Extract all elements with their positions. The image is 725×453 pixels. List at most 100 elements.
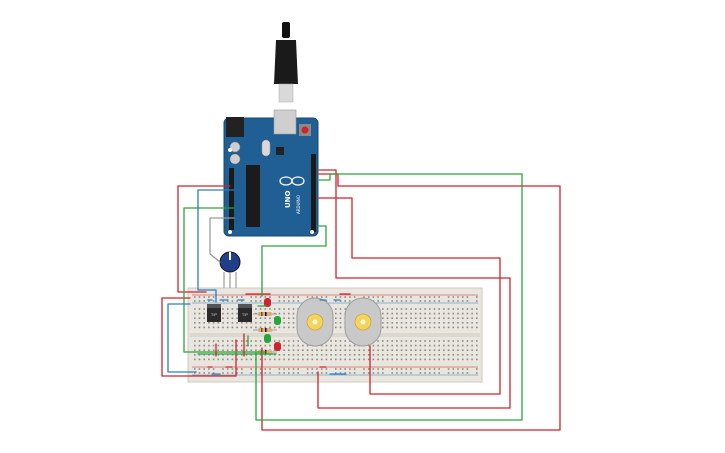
breadboard-hole[interactable] <box>461 372 464 374</box>
breadboard-hole[interactable] <box>236 354 238 356</box>
breadboard-hole[interactable] <box>339 322 342 324</box>
breadboard-hole[interactable] <box>452 354 455 356</box>
breadboard-hole[interactable] <box>457 368 459 370</box>
breadboard-hole[interactable] <box>222 349 224 351</box>
breadboard-hole[interactable] <box>424 317 426 319</box>
breadboard-hole[interactable] <box>330 344 332 347</box>
breadboard-hole[interactable] <box>278 326 281 329</box>
breadboard-hole[interactable] <box>335 344 337 347</box>
breadboard-hole[interactable] <box>330 354 332 356</box>
breadboard-hole[interactable] <box>194 358 196 361</box>
breadboard-hole[interactable] <box>212 326 215 329</box>
breadboard-hole[interactable] <box>297 349 299 351</box>
breadboard-hole[interactable] <box>217 322 220 324</box>
breadboard-hole[interactable] <box>311 296 314 298</box>
breadboard-hole[interactable] <box>335 358 337 361</box>
breadboard-hole[interactable] <box>194 344 196 347</box>
breadboard-hole[interactable] <box>429 368 431 370</box>
breadboard-hole[interactable] <box>241 340 243 342</box>
breadboard-hole[interactable] <box>226 354 229 356</box>
breadboard-hole[interactable] <box>273 312 276 315</box>
breadboard-hole[interactable] <box>410 312 412 315</box>
breadboard-hole[interactable] <box>438 312 440 315</box>
breadboard-hole[interactable] <box>405 308 408 310</box>
breadboard-hole[interactable] <box>226 368 229 370</box>
breadboard-hole[interactable] <box>259 344 262 347</box>
breadboard-hole[interactable] <box>419 326 422 329</box>
breadboard-hole[interactable] <box>433 317 436 319</box>
breadboard-hole[interactable] <box>466 326 469 329</box>
breadboard-hole[interactable] <box>396 340 398 342</box>
breadboard-hole[interactable] <box>259 317 262 319</box>
breadboard-hole[interactable] <box>335 326 337 329</box>
breadboard-hole[interactable] <box>273 326 276 329</box>
breadboard-hole[interactable] <box>353 349 356 351</box>
breadboard-hole[interactable] <box>344 300 346 302</box>
breadboard-hole[interactable] <box>264 317 267 319</box>
breadboard-hole[interactable] <box>457 372 459 374</box>
breadboard-hole[interactable] <box>212 368 215 370</box>
breadboard-hole[interactable] <box>391 326 393 329</box>
breadboard-hole[interactable] <box>452 349 455 351</box>
breadboard-hole[interactable] <box>217 349 220 351</box>
breadboard-hole[interactable] <box>396 312 398 315</box>
breadboard-hole[interactable] <box>466 296 469 298</box>
breadboard-hole[interactable] <box>292 322 295 324</box>
breadboard-hole[interactable] <box>212 358 215 361</box>
breadboard-hole[interactable] <box>433 308 436 310</box>
breadboard-hole[interactable] <box>198 349 201 351</box>
breadboard-hole[interactable] <box>255 317 257 319</box>
breadboard-hole[interactable] <box>226 312 229 315</box>
breadboard-hole[interactable] <box>447 368 450 370</box>
breadboard-hole[interactable] <box>391 340 393 342</box>
breadboard-hole[interactable] <box>386 349 389 351</box>
usb-b-port[interactable] <box>273 109 297 135</box>
breadboard-hole[interactable] <box>396 349 398 351</box>
breadboard-hole[interactable] <box>476 340 478 342</box>
breadboard-hole[interactable] <box>222 368 224 370</box>
breadboard-hole[interactable] <box>278 368 281 370</box>
breadboard-hole[interactable] <box>438 349 440 351</box>
breadboard-hole[interactable] <box>259 322 262 324</box>
breadboard-hole[interactable] <box>400 344 403 347</box>
breadboard-hole[interactable] <box>377 349 379 351</box>
breadboard-hole[interactable] <box>386 344 389 347</box>
breadboard-hole[interactable] <box>222 326 224 329</box>
breadboard-hole[interactable] <box>203 354 205 356</box>
breadboard-hole[interactable] <box>353 372 356 374</box>
breadboard-hole[interactable] <box>241 300 243 302</box>
breadboard-hole[interactable] <box>424 354 426 356</box>
breadboard-hole[interactable] <box>396 372 398 374</box>
breadboard-hole[interactable] <box>405 344 408 347</box>
breadboard-hole[interactable] <box>212 349 215 351</box>
breadboard-hole[interactable] <box>344 349 346 351</box>
breadboard-hole[interactable] <box>377 368 379 370</box>
breadboard-hole[interactable] <box>443 326 445 329</box>
breadboard-hole[interactable] <box>466 308 469 310</box>
breadboard-hole[interactable] <box>410 349 412 351</box>
breadboard-hole[interactable] <box>208 340 210 342</box>
breadboard-hole[interactable] <box>194 368 196 370</box>
breadboard-hole[interactable] <box>349 358 351 361</box>
breadboard-hole[interactable] <box>410 300 412 302</box>
breadboard-hole[interactable] <box>203 322 205 324</box>
breadboard-hole[interactable] <box>377 344 379 347</box>
breadboard-hole[interactable] <box>208 368 210 370</box>
breadboard-hole[interactable] <box>461 340 464 342</box>
breadboard-hole[interactable] <box>288 372 290 374</box>
breadboard-hole[interactable] <box>292 312 295 315</box>
breadboard-hole[interactable] <box>226 372 229 374</box>
breadboard-hole[interactable] <box>476 317 478 319</box>
breadboard-hole[interactable] <box>236 340 238 342</box>
breadboard-hole[interactable] <box>433 340 436 342</box>
breadboard-hole[interactable] <box>400 317 403 319</box>
breadboard-hole[interactable] <box>231 326 234 329</box>
transistor-2[interactable]: TIP <box>238 304 252 322</box>
breadboard-hole[interactable] <box>217 358 220 361</box>
breadboard-hole[interactable] <box>429 300 431 302</box>
breadboard-hole[interactable] <box>457 354 459 356</box>
breadboard-hole[interactable] <box>339 344 342 347</box>
breadboard-hole[interactable] <box>255 340 257 342</box>
breadboard-hole[interactable] <box>198 340 201 342</box>
breadboard-hole[interactable] <box>433 368 436 370</box>
